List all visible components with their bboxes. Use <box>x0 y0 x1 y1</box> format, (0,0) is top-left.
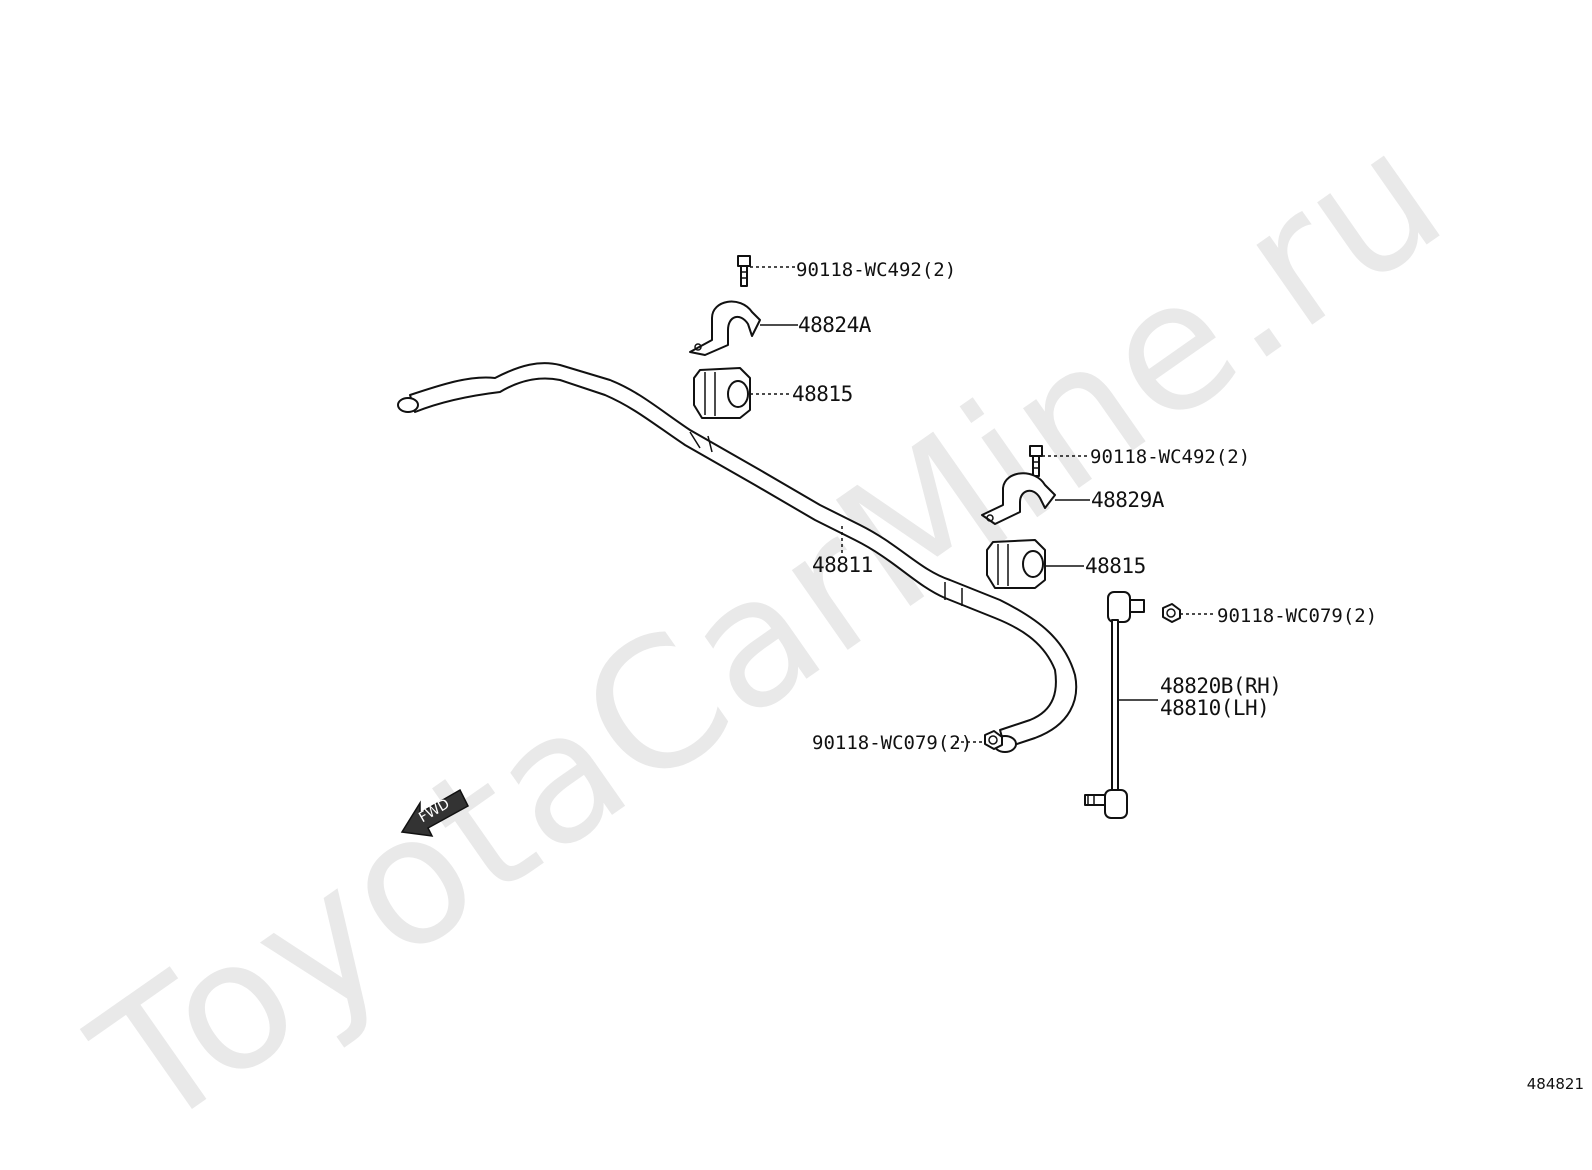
figure-number: 484821 <box>1526 1075 1584 1093</box>
leader-lines <box>750 266 1215 743</box>
callout-link-rh: 48820B(RH) <box>1160 674 1282 698</box>
bolt-right <box>1029 445 1043 477</box>
bracket-lh <box>689 300 761 356</box>
bushing-lh <box>693 367 751 419</box>
callout-bolt-right: 90118-WC492(2) <box>1090 446 1251 468</box>
stabilizer-link <box>1084 591 1145 819</box>
parts-diagram: ToyotaCarMine.ru <box>60 90 1584 1170</box>
fwd-arrow-icon <box>400 788 469 837</box>
nut-link <box>1162 603 1181 623</box>
bushing-rh <box>986 539 1046 589</box>
callout-nut-bar: 90118-WC079(2) <box>812 732 973 754</box>
callout-link-lh: 48810(LH) <box>1160 696 1270 720</box>
bolt-upper <box>737 255 751 287</box>
callout-bolt-upper: 90118-WC492(2) <box>796 259 957 281</box>
callout-bracket-lh: 48824A <box>798 313 871 337</box>
diagram-drawing <box>397 255 1215 837</box>
nut-bar <box>984 730 1003 750</box>
callout-stabilizer-bar: 48811 <box>812 553 873 577</box>
callout-bushing-lh: 48815 <box>792 382 853 406</box>
callout-bracket-rh: 48829A <box>1091 488 1164 512</box>
stabilizer-bar <box>397 362 1078 753</box>
bracket-rh <box>981 472 1056 525</box>
callout-bushing-rh: 48815 <box>1085 554 1146 578</box>
callout-nut-link: 90118-WC079(2) <box>1217 605 1378 627</box>
